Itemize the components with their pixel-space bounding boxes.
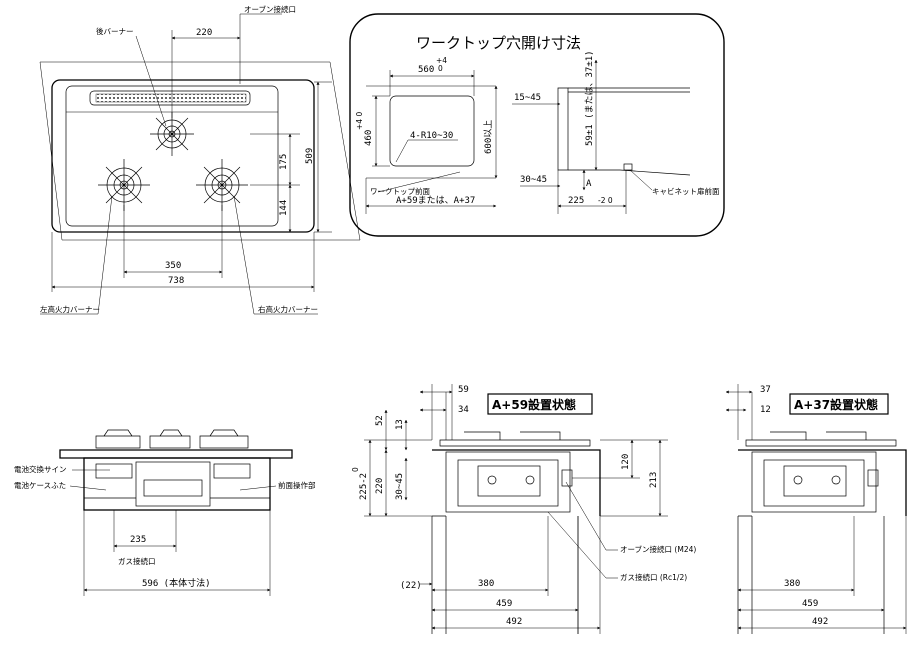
dim-738: 738 (168, 276, 184, 286)
label-oven-outlet: オーブン接続口 (244, 4, 296, 14)
cutout-panel: ワークトップ穴開け寸法 560 +4 0 460 +4 0 4-R10~30 6… (349, 13, 725, 237)
side-a59-dim-492: 492 (506, 617, 522, 627)
cutout-hole (389, 95, 475, 167)
cutout-title: ワークトップ穴開け寸法 (416, 34, 581, 52)
label-gas-inlet-rc: ガス接続口 (Rc1/2) (620, 572, 687, 582)
cutout-dim-radius: 4-R10~30 (410, 131, 453, 141)
label-gas-inlet-front: ガス接続口 (118, 556, 156, 566)
side-a59-dim-34: 34 (458, 405, 469, 415)
grill-vent-holes (95, 93, 247, 103)
grill-vent (89, 90, 251, 106)
side-a37-dim-380: 380 (784, 579, 800, 589)
label-right-burner: 右高火力バーナー (258, 304, 318, 314)
top-view: 220 オーブン接続口 後バーナー 509 175 144 350 738 (39, 4, 361, 315)
cutout-frame (349, 13, 725, 237)
side-a59-dim-459: 459 (496, 599, 512, 609)
side-a59-dim-225-tol: 0 (351, 467, 360, 472)
side-a59-dim-22: (22) (400, 581, 422, 591)
cutout-dim-460: 460 (364, 130, 374, 146)
label-cabinet-front: キャビネット扉前面 (652, 186, 720, 196)
cabinet-door-edge (623, 163, 633, 171)
left-control-knob (95, 463, 133, 479)
side-view-a37: A+37設置状態 37 12 380 459 492 (725, 384, 907, 634)
side-a37-dim-12: 12 (760, 405, 771, 415)
cutout-dim-560-tol-down: 0 (438, 64, 443, 73)
side-view-a59: A+59設置状態 59 34 52 13 220 225-2 0 (351, 384, 696, 634)
label-front-panel: 前面操作部 (278, 480, 316, 490)
front-view: 電池交換サイン 電池ケースふた 前面操作部 235 ガス接続口 596 (本体寸… (14, 429, 316, 596)
countertop-outline (39, 61, 361, 241)
dim-220: 220 (196, 28, 212, 38)
cutout-dim-600: 600以上 (483, 120, 494, 154)
right-burner (196, 159, 248, 211)
dim-144: 144 (279, 200, 289, 216)
side-a59-dim-380: 380 (478, 579, 494, 589)
grill-window (143, 479, 203, 497)
cutout-dim-460-tol: +4 0 (355, 112, 364, 130)
worktop-section (557, 87, 569, 171)
top-plate (59, 449, 293, 459)
side-a37-title: A+37設置状態 (794, 397, 878, 412)
dim-350: 350 (165, 261, 181, 271)
label-battery-cover: 電池ケースふた (14, 480, 66, 490)
side-a59-dim-213: 213 (649, 472, 659, 488)
cutout-dim-560: 560 (418, 65, 434, 75)
left-burner (98, 159, 150, 211)
side-a59-dim-52: 52 (375, 415, 385, 426)
cutout-dim-225-tol: -2 0 (598, 196, 613, 205)
front-dim-235: 235 (130, 535, 146, 545)
rear-burner (150, 112, 194, 156)
grill-door (135, 461, 211, 507)
dim-175: 175 (279, 154, 289, 170)
side-a37-dim-459: 459 (802, 599, 818, 609)
cutout-dim-59: 59±1 (または、37±1) (584, 50, 595, 146)
side-a59-dim-13: 13 (395, 419, 405, 430)
cutout-dim-a: A (586, 179, 592, 189)
dim-509: 509 (305, 148, 315, 164)
side-a59-dim-59: 59 (458, 385, 469, 395)
side-a37-body (751, 451, 877, 513)
side-a59-dim-30-45: 30~45 (395, 473, 405, 500)
cutout-dim-15-45: 15~45 (514, 93, 541, 103)
side-a59-dim-225: 225-2 (359, 473, 369, 500)
side-a59-dim-220: 220 (375, 478, 385, 494)
right-control-knob (213, 463, 251, 479)
cutout-a59-a37: A+59または、A+37 (396, 195, 475, 206)
front-dim-596: 596 (本体寸法) (142, 577, 211, 589)
cutout-dim-30-45: 30~45 (520, 175, 547, 185)
front-body (83, 457, 271, 511)
label-oven-outlet-m24: オーブン接続口 (M24) (620, 544, 696, 554)
label-worktop-front: ワークトップ前面 (370, 186, 430, 196)
cooktop-body (51, 79, 315, 233)
label-rear-burner: 後バーナー (96, 26, 134, 36)
side-a59-dim-120: 120 (621, 454, 631, 470)
side-a59-title: A+59設置状態 (492, 397, 576, 412)
side-a59-body (445, 451, 571, 513)
side-a37-dim-37: 37 (760, 385, 771, 395)
label-battery-sign: 電池交換サイン (14, 464, 67, 474)
label-left-burner: 左高火力バーナー (40, 304, 100, 314)
cutout-dim-225: 225 (568, 196, 584, 206)
side-a37-dim-492: 492 (812, 617, 828, 627)
cutout-dim-560-tol-up: +4 (436, 56, 447, 65)
